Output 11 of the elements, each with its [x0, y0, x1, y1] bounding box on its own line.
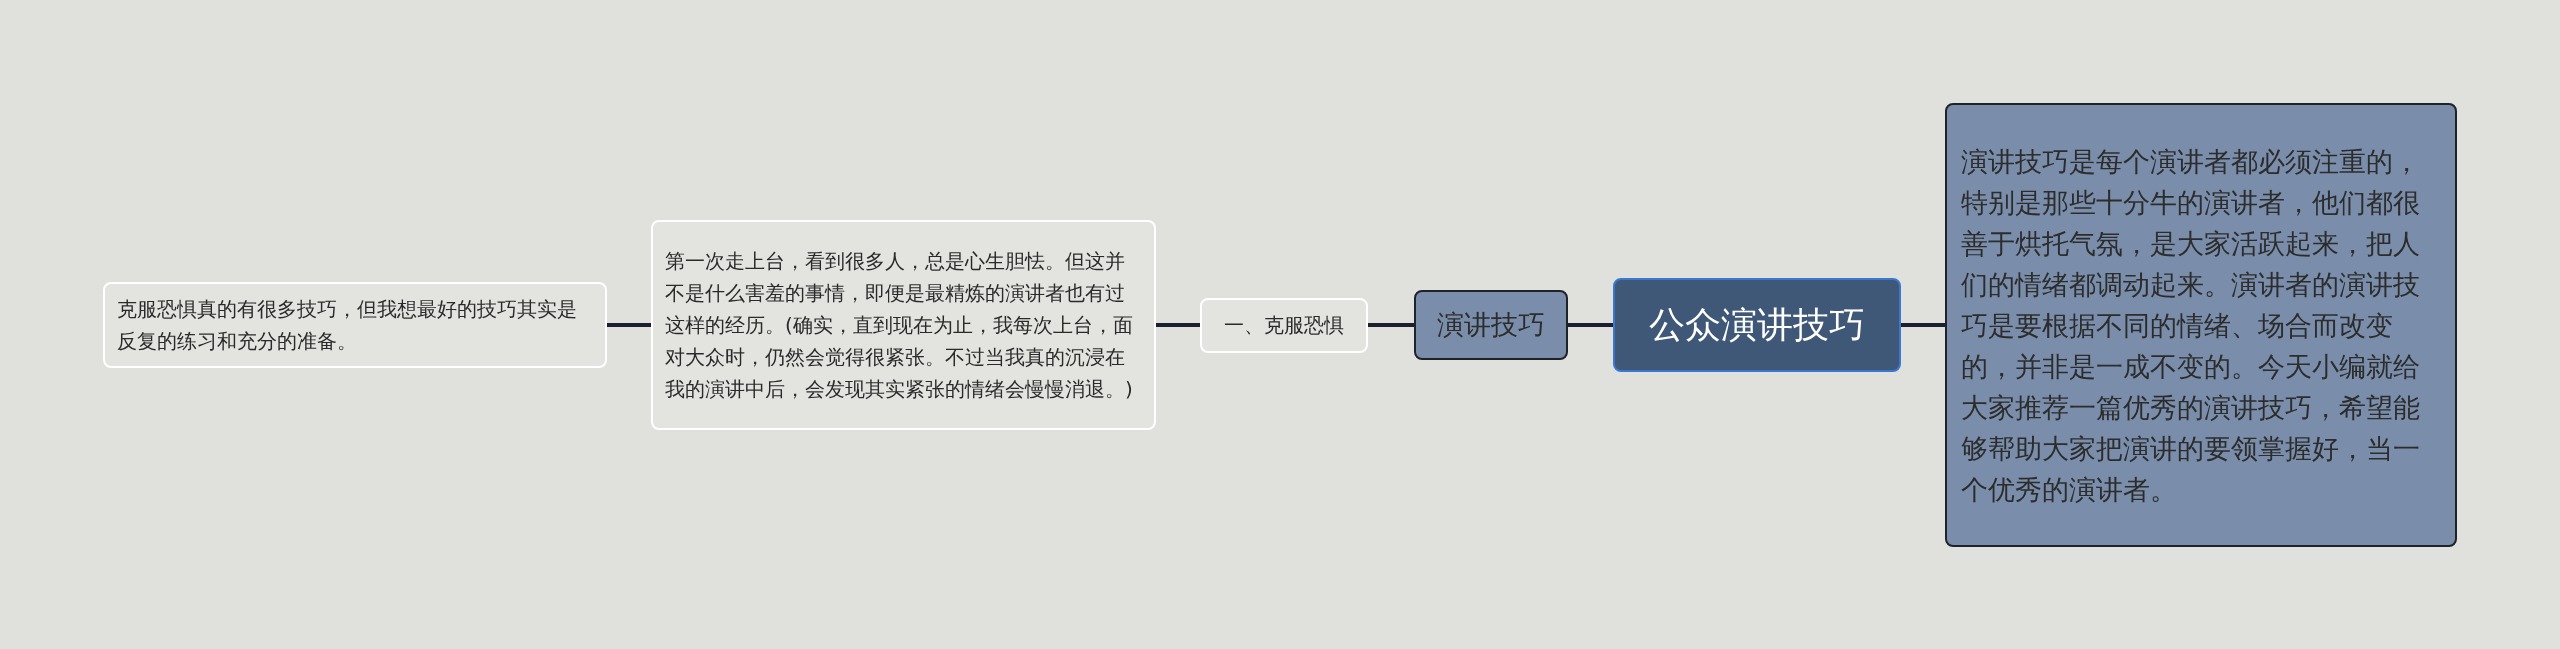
connector-line [1901, 323, 1945, 327]
topic-box: 演讲技巧 [1414, 290, 1568, 360]
connector-line [1568, 323, 1613, 327]
description-box: 演讲技巧是每个演讲者都必须注重的，特别是那些十分牛的演讲者，他们都很善于烘托气氛，是大家活跃起来，把人们的情绪都调动起来。演讲者的演讲技巧是要根据不同的情绪、场合而改变的，并非是一成不变的。今天小编就给大家推荐一篇优秀的演讲技巧，希望能够帮助大家把演讲的要领掌握好，当一个优秀的演讲者。 [1945, 103, 2457, 547]
connector-line [607, 323, 651, 327]
note-box: 第一次走上台，看到很多人，总是心生胆怯。但这并不是什么害羞的事情，即便是最精炼的演讲者也有过这样的经历。(确实，直到现在为止，我每次上台，面对大众时，仍然会觉得很紧张。不过当我真的沉浸在我的演讲中后，会发现其实紧张的情绪会慢慢消退。) [651, 220, 1156, 430]
connector-line [1156, 323, 1200, 327]
note-box: 克服恐惧真的有很多技巧，但我想最好的技巧其实是反复的练习和充分的准备。 [103, 282, 607, 368]
subtopic-box: 一、克服恐惧 [1200, 297, 1368, 353]
connector-line [1368, 323, 1414, 327]
root-topic-box: 公众演讲技巧 [1613, 278, 1901, 372]
